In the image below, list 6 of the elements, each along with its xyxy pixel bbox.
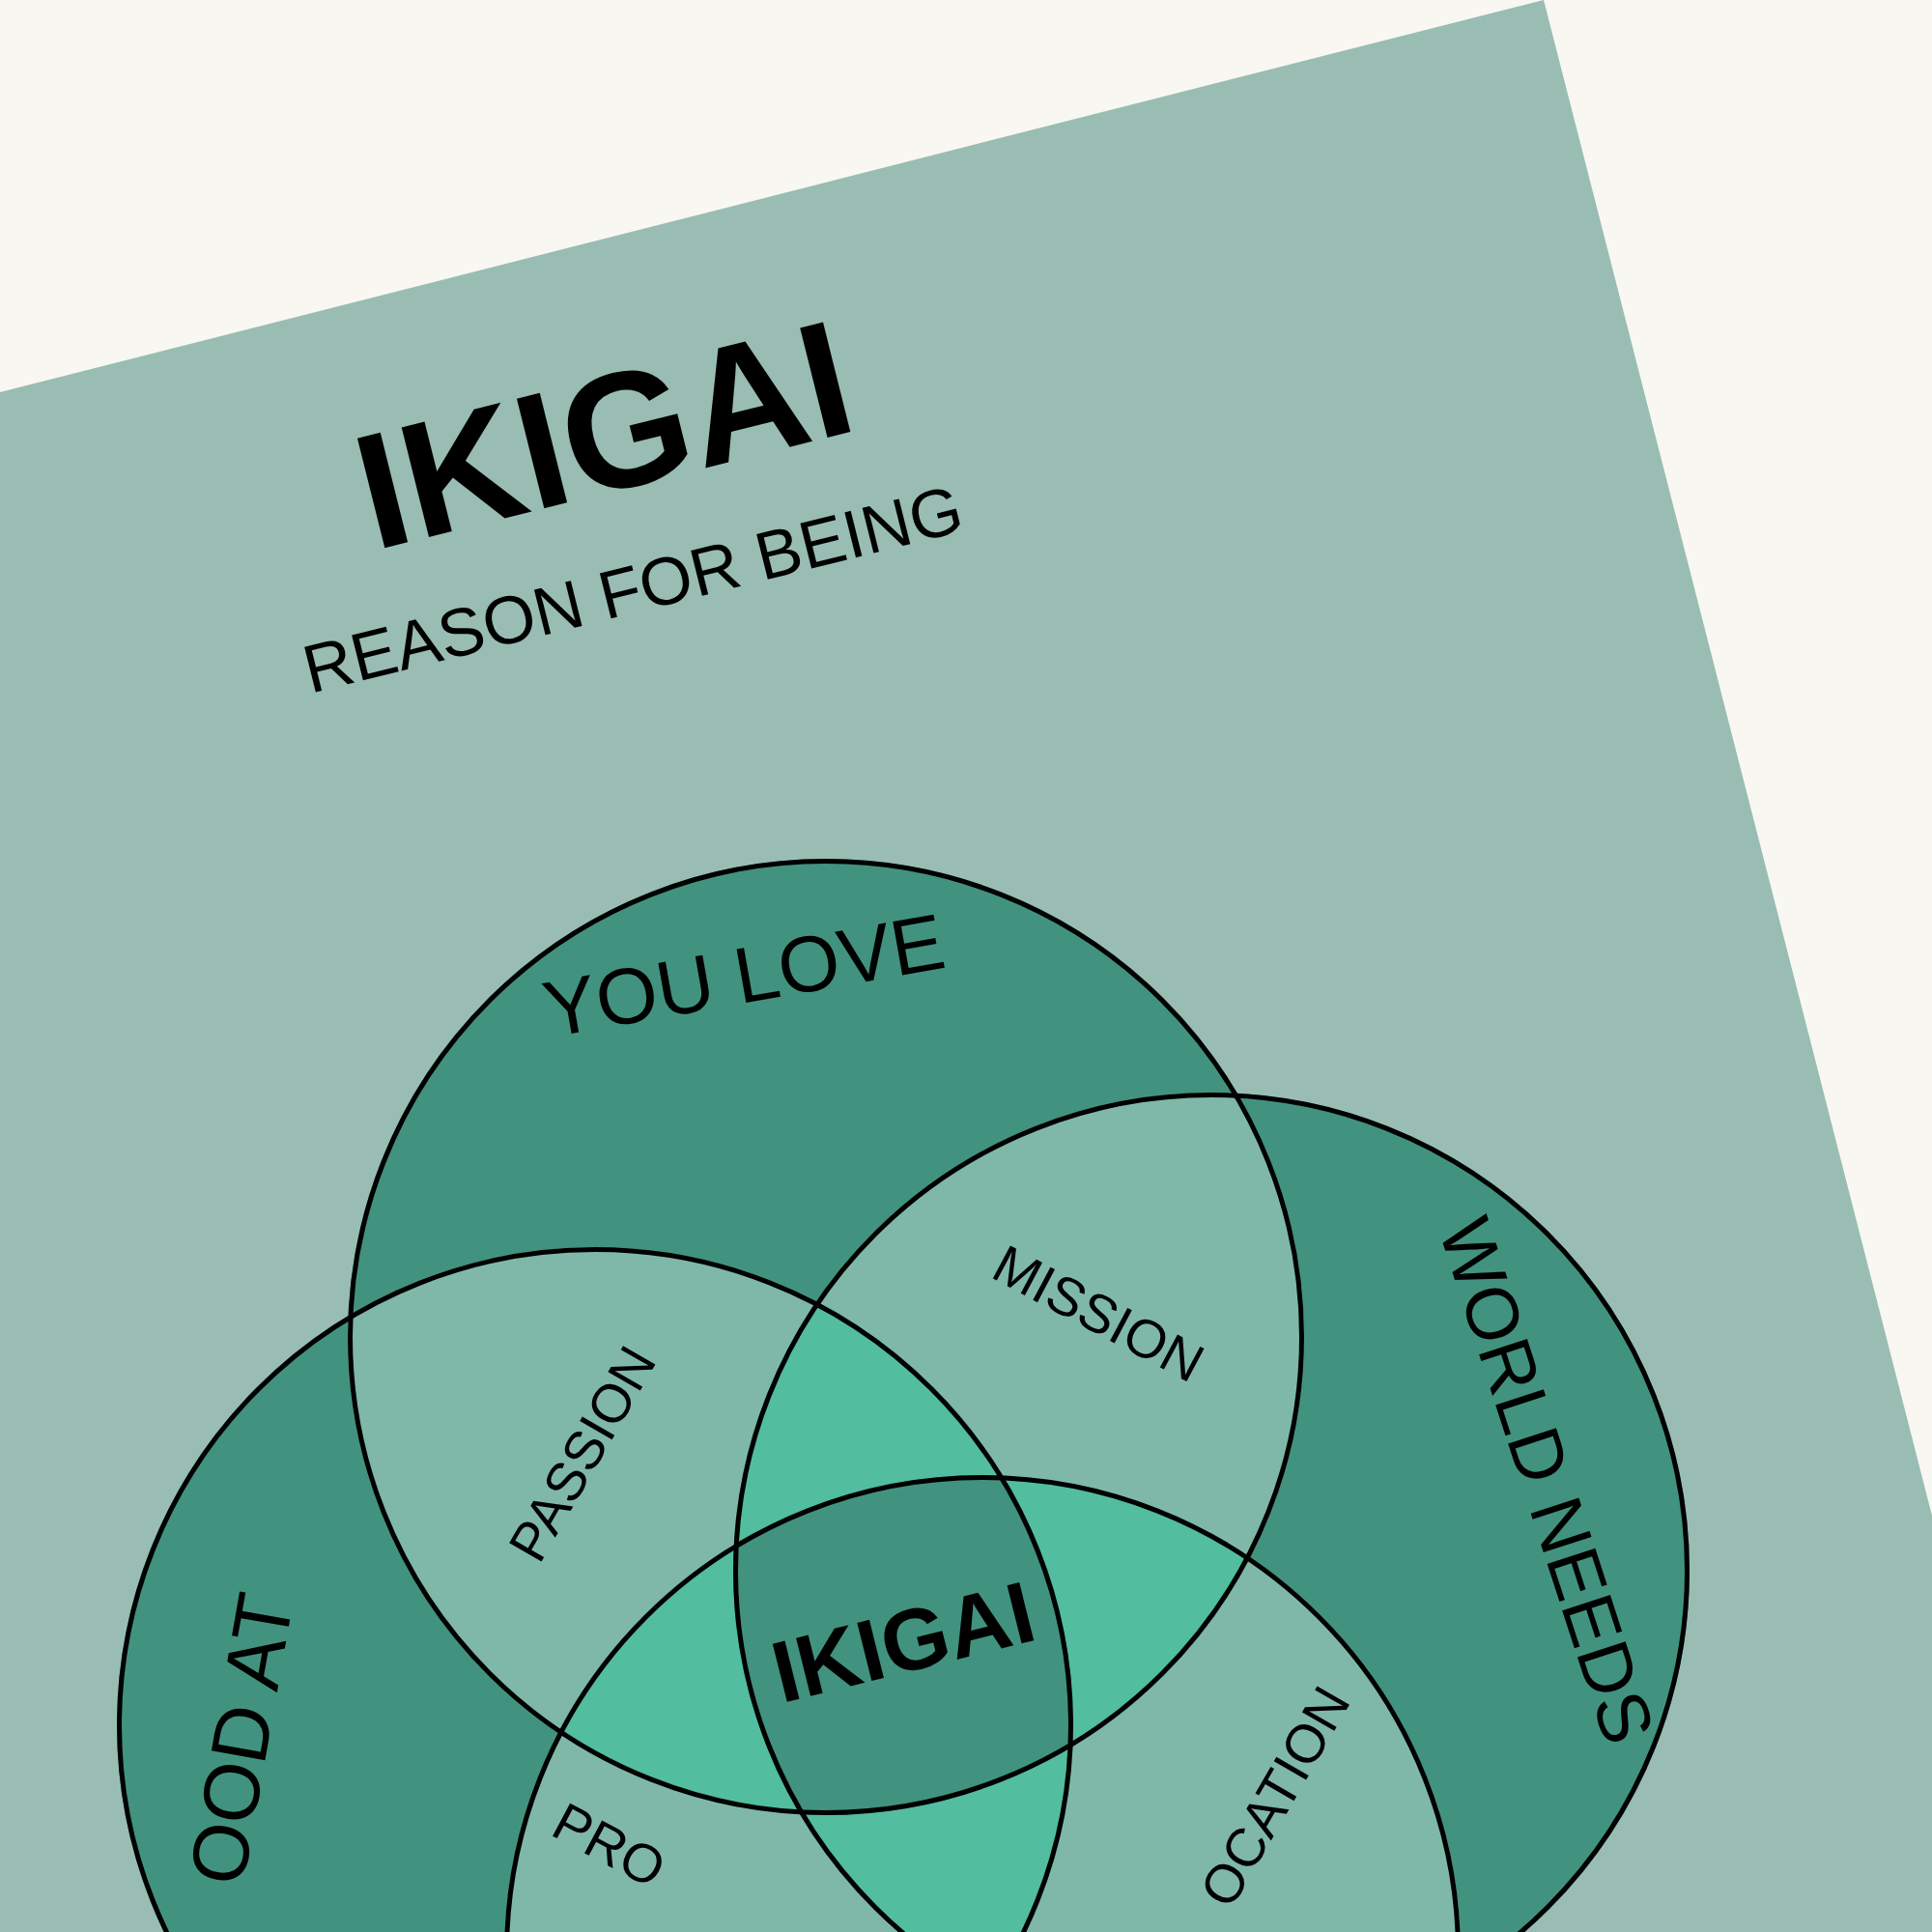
circle-label: WORLD NEEDS bbox=[1427, 1208, 1664, 1747]
venn-circle bbox=[733, 1093, 1690, 1932]
circle-label: OOD AT bbox=[176, 1585, 307, 1893]
overlap-label: IKIGAI bbox=[761, 1562, 1045, 1723]
overlap-label: PRO bbox=[544, 1794, 673, 1896]
circle-label: YOU LOVE bbox=[535, 895, 952, 1056]
